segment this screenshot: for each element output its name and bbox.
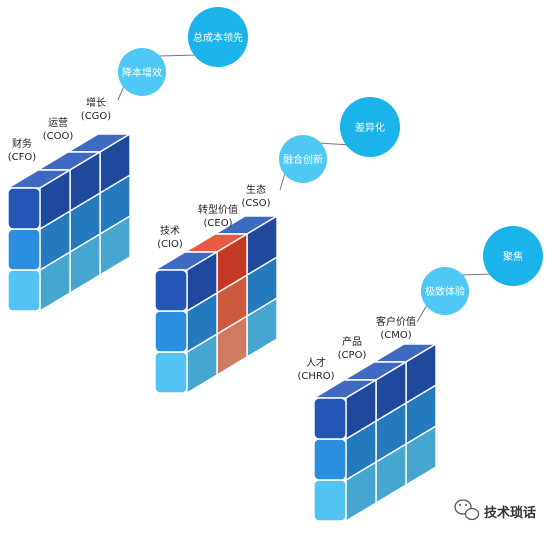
column-label-name: 生态 (246, 183, 266, 196)
bubble-large: 总成本领先 (188, 7, 248, 67)
watermark-text: 技术琐话 (484, 505, 536, 521)
column-label-name: 运营 (48, 116, 68, 129)
column-label-name: 技术 (160, 224, 180, 237)
column-labels: 财务 (CFO) 运营 (COO) 增长 (CGO) 技术 (CIO) 转型价值 (CEO) 生态 (… (8, 96, 416, 382)
column-label-code: (CSO) (241, 198, 270, 209)
column-label-code: (CEO) (204, 218, 233, 229)
bubble-large: 聚焦 (483, 226, 543, 286)
connector-line (416, 304, 428, 323)
bubble-small: 降本增效 (118, 48, 166, 96)
cube-right-c0-r0 (313, 379, 377, 440)
bubble-small-text: 降本增效 (122, 66, 162, 79)
cube-left-c0-r0 (7, 169, 71, 230)
column-label-code: (CIO) (157, 239, 183, 250)
column-label-code: (CPO) (338, 350, 367, 361)
bubble-small: 融合创新 (279, 135, 327, 183)
bubble-large-text: 总成本领先 (193, 31, 243, 44)
column-label-name: 客户价值 (376, 315, 416, 328)
column-label-code: (COO) (43, 131, 74, 142)
bubble-small-text: 极致体验 (425, 285, 465, 298)
column-label-code: (CGO) (81, 111, 112, 122)
watermark: 技术琐话 (454, 499, 536, 521)
column-label-code: (CMO) (380, 330, 411, 341)
connector-line (318, 142, 351, 146)
cube-middle-c0-r0 (154, 251, 218, 312)
cube-stacks (7, 133, 437, 522)
connectors (117, 54, 494, 323)
wechat-icon (454, 499, 480, 521)
connector-line (117, 85, 125, 101)
bubble-large-text: 差异化 (355, 121, 385, 134)
column-label-code: (CFO) (8, 152, 37, 163)
column-label-name: 财务 (12, 137, 32, 150)
column-label-name: 增长 (86, 96, 106, 109)
column-label-name: 人才 (306, 356, 326, 369)
connector-line (460, 273, 494, 276)
connector-line (157, 54, 199, 57)
connector-line (279, 172, 286, 191)
bubble-small: 极致体验 (421, 267, 469, 315)
column-label-code: (CHRO) (297, 371, 334, 382)
bubble-small-text: 融合创新 (283, 153, 323, 166)
bubble-large-text: 聚焦 (503, 250, 523, 263)
column-label-name: 转型价值 (198, 203, 238, 216)
bubble-large: 差异化 (340, 97, 400, 157)
column-label-name: 产品 (342, 335, 362, 348)
